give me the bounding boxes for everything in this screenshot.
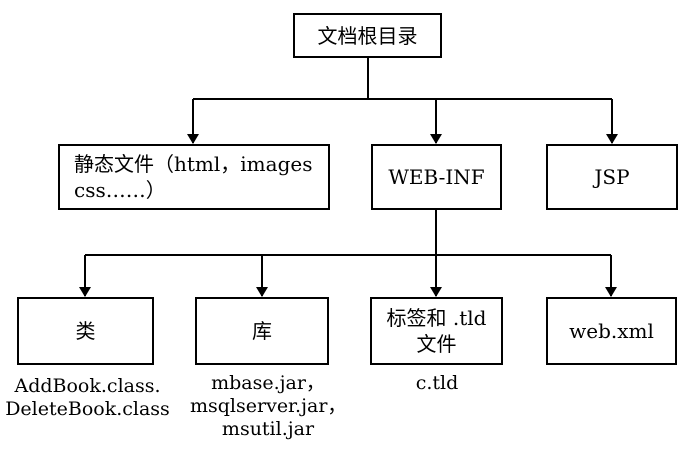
webinf-label: WEB-INF [388, 165, 485, 189]
root-label: 文档根目录 [317, 23, 418, 48]
class-node: 类 [17, 297, 154, 365]
class-label: 类 [75, 319, 96, 343]
lib-node: 库 [195, 297, 329, 365]
jsp-label: JSP [594, 165, 630, 189]
tld-label-line-1: 标签和 .tld [386, 306, 487, 330]
lib-file-msqlserver: msqlserver.jar， [190, 395, 347, 417]
lib-file-mbase: mbase.jar， [211, 372, 325, 394]
webxml-node: web.xml [546, 297, 677, 365]
static-files-label-line-1: 静态文件（html，images [74, 152, 313, 176]
tld-files-caption: c.tld [380, 372, 494, 395]
class-file-deletebook: DeleteBook.class [5, 398, 170, 420]
tld-label-line-2: 文件 [416, 332, 457, 356]
static-files-label-line-2: css……） [74, 178, 166, 202]
root-node: 文档根目录 [293, 13, 442, 58]
class-file-addbook: AddBook.class. [14, 375, 161, 397]
lib-label: 库 [252, 319, 272, 343]
lib-file-msutil: msutil.jar [221, 418, 315, 440]
jsp-node: JSP [546, 144, 678, 210]
webxml-label: web.xml [569, 319, 654, 343]
lib-files-caption: mbase.jar， msqlserver.jar， msutil.jar [190, 372, 346, 441]
webinf-node: WEB-INF [371, 144, 502, 210]
class-files-caption: AddBook.class. DeleteBook.class [0, 375, 175, 421]
tld-file-c: c.tld [415, 372, 459, 394]
static-files-node: 静态文件（html，images css……） [58, 144, 330, 210]
tld-node: 标签和 .tld 文件 [370, 297, 503, 365]
